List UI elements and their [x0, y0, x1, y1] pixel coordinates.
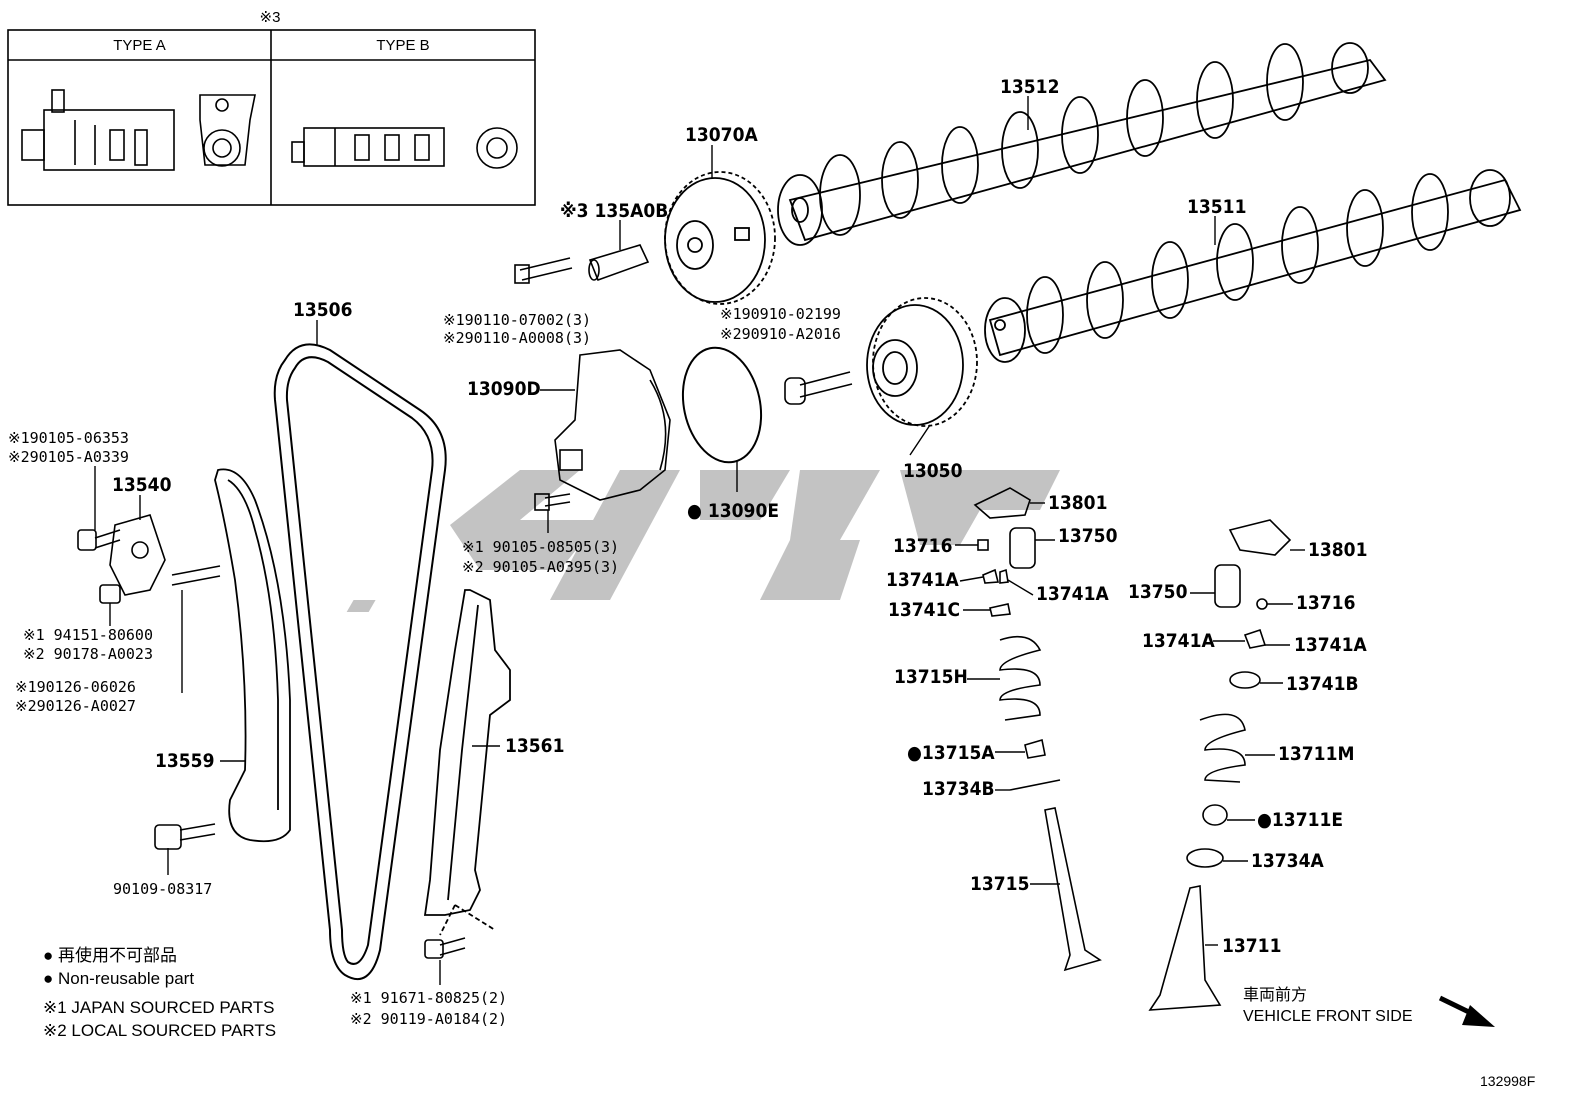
label-13716-intake: 13716 — [1296, 592, 1356, 614]
label-13715: 13715 — [970, 873, 1030, 895]
label-13741a-intake-2: 13741A — [1294, 634, 1367, 656]
pn-nut-local: ※2 90178-A0023 — [23, 645, 153, 663]
label-13741c: 13741C — [888, 599, 961, 621]
label-13540: 13540 — [112, 474, 172, 496]
front-direction-jp: 車両前方 — [1243, 987, 1308, 1004]
label-13050: 13050 — [903, 460, 963, 482]
pn-vvt-bolt-japan: ※190110-07002(3) — [443, 311, 592, 329]
watermark-logo — [346, 470, 1060, 612]
leader-lines — [94, 96, 1305, 985]
label-135a0b: ※3 135A0B — [560, 200, 669, 222]
pn-tensioner-bolt-japan: ※190105-06353 — [8, 429, 129, 447]
label-13741a-exhaust-2: 13741A — [1036, 583, 1109, 605]
label-13711e: ●13711E — [1257, 809, 1344, 831]
front-direction-label: VEHICLE FRONT SIDE — [1243, 1008, 1413, 1025]
label-13750-intake: 13750 — [1128, 581, 1188, 603]
valve-train-intake-drawing — [1148, 519, 1292, 1011]
pn-nut-japan: ※1 94151-80600 — [23, 626, 153, 644]
label-13750-exhaust: 13750 — [1058, 525, 1118, 547]
pn-stud-japan: ※190126-06026 — [15, 678, 136, 696]
ocv-135a0b-drawing — [588, 244, 650, 282]
pn-guide-bolt-japan: ※1 91671-80825(2) — [350, 989, 508, 1007]
pn-tensioner-bolt-local: ※290105-A0339 — [8, 448, 129, 466]
tensioner-13540-drawing — [109, 514, 166, 596]
label-13734a: 13734A — [1251, 850, 1324, 872]
legend-local-sourced: ※2 LOCAL SOURCED PARTS — [43, 1021, 277, 1040]
timing-cover-13090d-drawing — [554, 349, 671, 501]
label-13559: 13559 — [155, 750, 215, 772]
label-13741a-exhaust-1: 13741A — [886, 569, 959, 591]
pn-cam-bolt-japan: ※190910-02199 — [720, 305, 841, 323]
pn-vvt-bolt-local: ※290110-A0008(3) — [443, 329, 592, 347]
timing-chain-13506-drawing — [273, 343, 447, 981]
label-13711m: 13711M — [1278, 743, 1355, 765]
inset-note-mark: ※3 — [259, 9, 281, 26]
legend-japan-sourced: ※1 JAPAN SOURCED PARTS — [43, 998, 275, 1017]
label-13090e: ● 13090E — [687, 500, 780, 522]
label-13711: 13711 — [1222, 935, 1282, 957]
chain-guide-13559-drawing — [214, 468, 291, 843]
type-b-header: TYPE B — [376, 37, 430, 54]
pn-stud-local: ※290126-A0027 — [15, 697, 136, 715]
pn-cover-bolt-japan: ※1 90105-08505(3) — [462, 538, 620, 556]
vvt-gear-13070a-drawing — [664, 171, 776, 305]
type-a-header: TYPE A — [113, 37, 166, 54]
label-13506: 13506 — [293, 299, 353, 321]
figure-id: 132998F — [1480, 1073, 1536, 1089]
pn-pivot-bolt: 90109-08317 — [113, 880, 213, 898]
label-13741a-intake-1: 13741A — [1142, 630, 1215, 652]
legend-nonreusable: ● Non-reusable part — [43, 969, 195, 988]
label-13511: 13511 — [1187, 196, 1247, 218]
gasket-13090e-drawing — [681, 346, 763, 464]
label-13716-exhaust: 13716 — [893, 535, 953, 557]
camshaft-13512-drawing — [777, 42, 1387, 246]
type-a-valve-drawing — [21, 89, 256, 171]
chain-guide-13561-drawing — [423, 589, 511, 936]
label-13512: 13512 — [1000, 76, 1060, 98]
label-13734b: 13734B — [922, 778, 995, 800]
bolts-drawing — [77, 257, 853, 959]
label-13741b: 13741B — [1286, 673, 1359, 695]
label-13801-intake: 13801 — [1308, 539, 1368, 561]
vvt-gear-13050-drawing — [866, 297, 978, 427]
pn-cam-bolt-local: ※290910-A2016 — [720, 325, 841, 343]
type-inset-box — [7, 29, 536, 206]
label-13801-exhaust: 13801 — [1048, 492, 1108, 514]
type-b-valve-drawing — [291, 127, 518, 169]
front-direction-arrow-icon — [1438, 995, 1495, 1027]
camshaft-13511-drawing — [984, 169, 1522, 363]
label-13715a: ●13715A — [907, 742, 995, 764]
label-13070a: 13070A — [685, 124, 758, 146]
label-13715h: 13715H — [894, 666, 968, 688]
legend-nonreusable-jp: ● 再使用不可部品 — [43, 946, 177, 965]
label-13561: 13561 — [505, 735, 565, 757]
valve-train-exhaust-drawing — [973, 487, 1102, 972]
label-13090d: 13090D — [467, 378, 541, 400]
pn-guide-bolt-local: ※2 90119-A0184(2) — [350, 1010, 508, 1028]
pn-cover-bolt-local: ※2 90105-A0395(3) — [462, 558, 620, 576]
